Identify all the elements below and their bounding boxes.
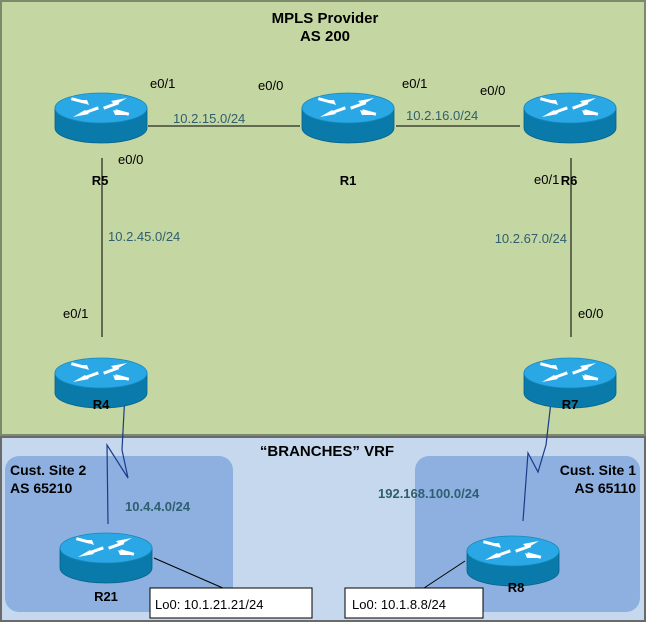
router-r5[interactable] bbox=[54, 92, 148, 144]
subnet-r4-r21: 10.4.4.0/24 bbox=[125, 499, 191, 514]
port-r6-e01: e0/1 bbox=[534, 172, 559, 187]
provider-title-line2: AS 200 bbox=[300, 28, 350, 45]
site2-name: Cust. Site 2 bbox=[10, 462, 86, 478]
subnet-r1-r6: 10.2.16.0/24 bbox=[406, 108, 478, 123]
serial-link-r4-r21 bbox=[106, 392, 129, 525]
subnet-r5-r4: 10.2.45.0/24 bbox=[108, 229, 180, 244]
router-label-r5: R5 bbox=[92, 173, 109, 188]
port-r7-e00: e0/0 bbox=[578, 306, 603, 321]
router-label-r4: R4 bbox=[93, 397, 110, 412]
subnet-r6-r7: 10.2.67.0/24 bbox=[495, 231, 567, 246]
port-r6-e00: e0/0 bbox=[480, 83, 505, 98]
port-r1-e01: e0/1 bbox=[402, 76, 427, 91]
port-r5-e01: e0/1 bbox=[150, 76, 175, 91]
link-r21-lo0 bbox=[153, 557, 233, 593]
site1-name: Cust. Site 1 bbox=[560, 462, 636, 478]
router-label-r8: R8 bbox=[508, 580, 525, 595]
router-label-r21: R21 bbox=[94, 589, 118, 604]
router-label-r1: R1 bbox=[340, 173, 357, 188]
site2-as: AS 65210 bbox=[10, 480, 72, 496]
router-label-r7: R7 bbox=[562, 397, 579, 412]
subnet-r7-r8: 192.168.100.0/24 bbox=[378, 486, 480, 501]
link-r8-lo0 bbox=[417, 560, 466, 593]
port-r4-e01: e0/1 bbox=[63, 306, 88, 321]
provider-title-line1: MPLS Provider bbox=[272, 10, 379, 27]
vrf-title: “BRANCHES” VRF bbox=[260, 443, 394, 460]
router-r8[interactable] bbox=[466, 535, 560, 587]
router-r1[interactable] bbox=[301, 92, 395, 144]
loopback-r21-text: Lo0: 10.1.21.21/24 bbox=[155, 597, 263, 612]
loopback-box-r8: Lo0: 10.1.8.8/24 bbox=[344, 587, 484, 619]
port-r1-e00: e0/0 bbox=[258, 78, 283, 93]
port-r5-e00: e0/0 bbox=[118, 152, 143, 167]
router-r21[interactable] bbox=[59, 532, 153, 584]
subnet-r5-r1: 10.2.15.0/24 bbox=[173, 111, 245, 126]
loopback-r8-text: Lo0: 10.1.8.8/24 bbox=[352, 597, 446, 612]
router-label-r6: R6 bbox=[561, 173, 578, 188]
serial-link-r7-r8 bbox=[522, 392, 553, 522]
site1-as: AS 65110 bbox=[575, 480, 637, 496]
router-r6[interactable] bbox=[523, 92, 617, 144]
loopback-box-r21: Lo0: 10.1.21.21/24 bbox=[149, 587, 313, 619]
